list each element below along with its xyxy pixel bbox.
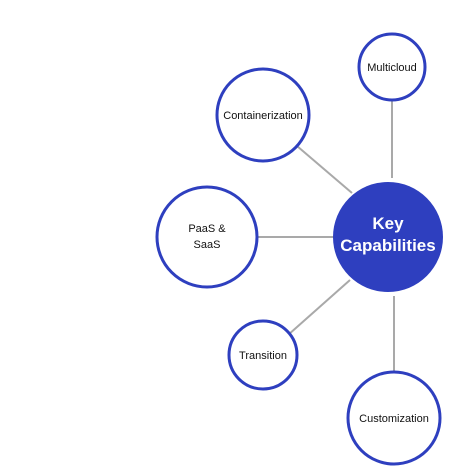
node-circle (227, 319, 299, 391)
edge-containerization (296, 145, 353, 194)
node-transition: Transition (227, 319, 299, 391)
edges (257, 100, 395, 372)
node-circle (346, 370, 442, 466)
node-circle (357, 32, 427, 102)
node-containerization: Containerization (215, 67, 311, 163)
node-paas-saas: PaaS & SaaS (155, 185, 259, 289)
node-label-paas-line1: PaaS & (188, 223, 226, 235)
center-label-line1: Key (372, 214, 404, 233)
node-circle (215, 67, 311, 163)
node-label-containerization: Containerization (223, 110, 303, 122)
center-node: Key Capabilities (333, 182, 443, 292)
center-circle (333, 182, 443, 292)
node-label-customization: Customization (359, 413, 429, 425)
center-label-line2: Capabilities (340, 236, 435, 255)
node-label-multicloud: Multicloud (367, 62, 417, 74)
node-multicloud: Multicloud (357, 32, 427, 102)
node-label-paas-line2: SaaS (194, 239, 221, 251)
node-circle (155, 185, 259, 289)
node-customization: Customization (346, 370, 442, 466)
node-label-transition: Transition (239, 350, 287, 362)
edge-transition (287, 279, 351, 336)
